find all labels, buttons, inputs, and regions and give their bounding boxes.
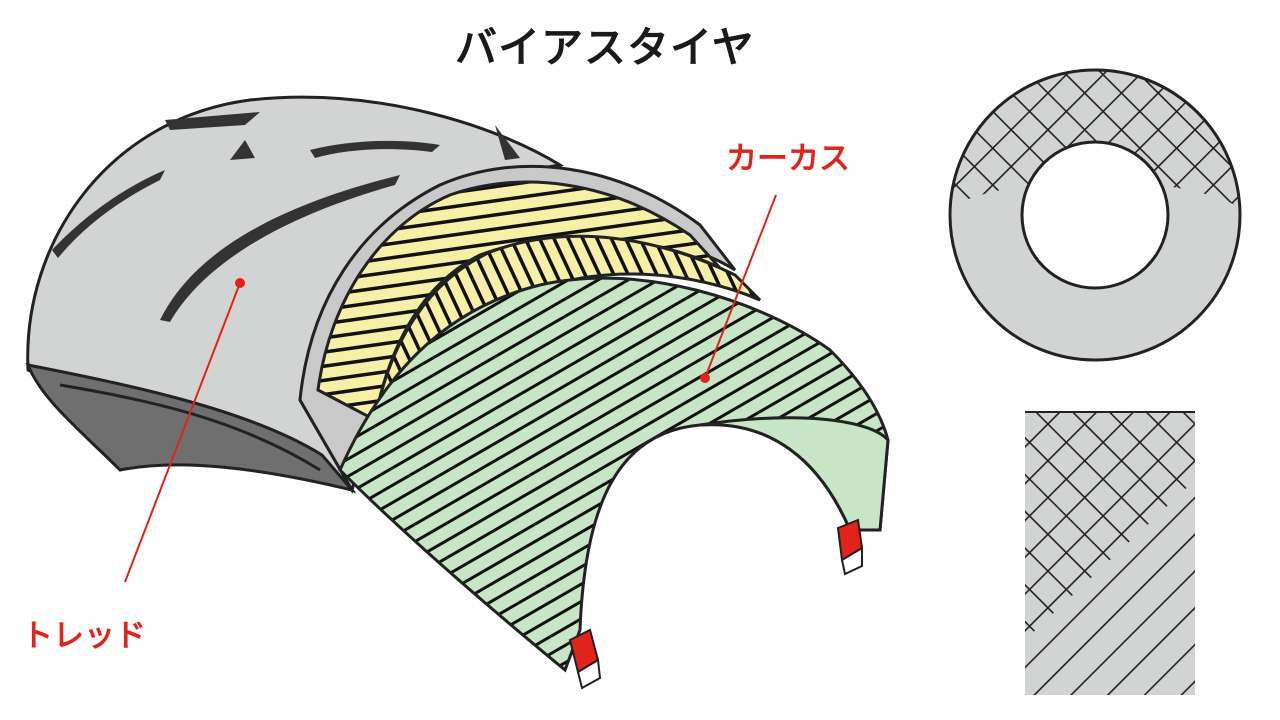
tread-grooves [52, 112, 520, 322]
diagram-title: バイアスタイヤ [455, 23, 755, 72]
bias-ply-cord-pattern [1025, 411, 1195, 695]
tread-section [25, 95, 565, 494]
bead-left [568, 628, 602, 690]
bias-ply-circle-view [948, 68, 1242, 362]
tread-label: トレッド [22, 618, 146, 654]
bead-right [836, 518, 864, 576]
carcass-label: カーカス [726, 141, 850, 177]
carcass-section [338, 276, 890, 673]
carcass-leader [700, 194, 777, 383]
tread-leader [124, 278, 245, 583]
